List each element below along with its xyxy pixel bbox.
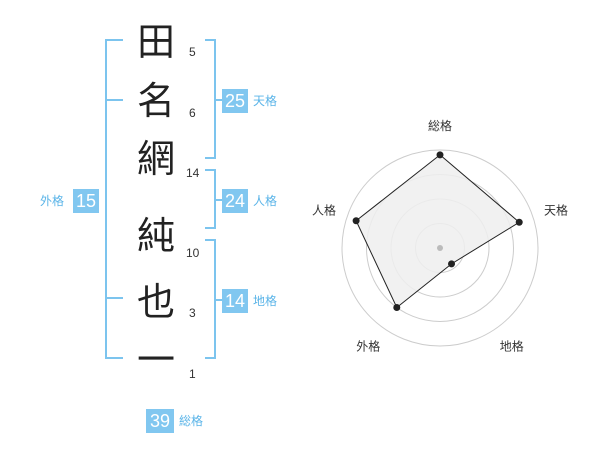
stroke-count-4: 10 [186,246,200,260]
name-char-2: 名 [136,79,175,123]
stroke-count-2: 6 [189,106,196,120]
name-char-6: 一 [136,338,175,382]
radar-center [437,245,443,251]
radar-point-天格 [515,218,523,226]
radar-ring [341,149,539,347]
gaikaku-label: 外格 [40,194,65,208]
name-char-5: 也 [136,280,175,324]
radar-area [355,154,521,309]
radar-axis-label: 外格 [356,339,380,354]
gaikaku-value: 15 [73,189,99,213]
jinkaku-value: 24 [222,189,248,213]
radar-axis-label: 総格 [428,118,452,133]
name-char-3: 網 [136,137,175,181]
tenkaku-label: 天格 [253,94,278,108]
stroke-count-3: 14 [186,166,200,180]
stroke-count-1: 5 [189,45,196,59]
radar-axis-label: 天格 [544,202,568,217]
radar-axis-label: 地格 [500,339,524,354]
jinkaku-label: 人格 [253,194,278,208]
gaikaku-bracket [105,39,123,359]
chikaku-bracket [205,239,216,359]
chikaku-value: 14 [222,289,248,313]
jinkaku-bracket [205,169,216,229]
name-char-4: 純 [136,214,175,258]
tenkaku-bracket [205,39,216,159]
radar-point-外格 [393,303,401,311]
stroke-count-5: 3 [189,306,196,320]
soukaku-label: 総格 [179,414,204,428]
radar-point-地格 [448,260,456,268]
radar-axis-label: 人格 [312,202,336,217]
chikaku-label: 地格 [253,294,278,308]
tenkaku-value: 25 [222,89,248,113]
radar-point-人格 [352,217,360,225]
stroke-count-6: 1 [189,367,196,381]
name-char-1: 田 [136,20,175,64]
soukaku-value: 39 [146,409,174,433]
radar-point-総格 [436,151,444,159]
